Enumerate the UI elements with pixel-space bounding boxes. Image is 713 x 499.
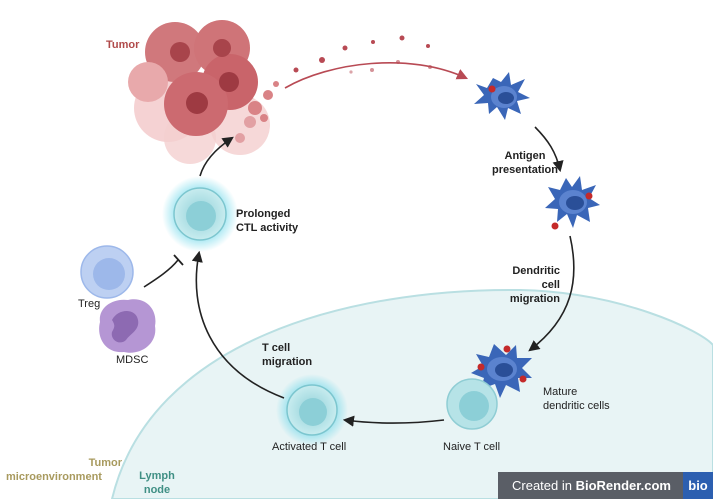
prolonged-ctl-line-1: Prolonged <box>236 208 291 220</box>
naive-t-cell-label: Naive T cell <box>443 441 501 453</box>
t-cell-migration-line-1: T cell <box>262 342 291 354</box>
treg-cell <box>80 245 134 299</box>
mature-dendritic-line-1: Mature <box>543 386 578 398</box>
activated-t-cell <box>276 374 348 446</box>
t-cell-migration-line-2: migration <box>262 356 313 368</box>
footer-text: Created in BioRender.com <box>498 478 671 493</box>
prolonged-ctl-activity-label: Prolonged CTL activity <box>236 207 298 235</box>
tumor-cluster <box>128 20 279 164</box>
mdsc-label: MDSC <box>116 354 149 366</box>
dendritic-migration-line-1: Dendritic <box>512 265 560 277</box>
ctl-cell <box>162 176 238 252</box>
lymph-node-line-2: node <box>143 484 171 496</box>
arrow-t-cell-migration <box>191 250 285 399</box>
arrow-ctl-to-tumor <box>199 136 234 177</box>
antigen-particles <box>293 35 432 74</box>
lymph-node-label: Lymph node <box>132 469 182 497</box>
tme-line-1: Tumor <box>88 457 122 469</box>
antigen-presentation-label: Antigen presentation <box>485 149 565 177</box>
treg-label: Treg <box>78 298 101 310</box>
mature-dendritic-cells-label: Mature dendritic cells <box>543 385 610 413</box>
arrow-antigen-presentation <box>534 126 564 173</box>
mdsc-cell <box>99 299 156 353</box>
dendritic-migration-line-3: migration <box>509 293 560 305</box>
inhibition-line <box>143 259 179 288</box>
dendritic-migration-line-2: cell <box>541 279 560 291</box>
antigen-release-arrow <box>284 62 469 89</box>
footer-brand: BioRender.com <box>575 478 671 493</box>
dendritic-cell-migration-label: Dendritic cell migration <box>490 264 560 306</box>
biorender-footer[interactable]: Created in BioRender.com bio <box>498 472 713 499</box>
footer-prefix: Created in <box>512 478 576 493</box>
antigen-presentation-line-2: presentation <box>491 164 558 176</box>
tme-line-2: microenvironment <box>6 471 102 483</box>
tumor-label: Tumor <box>106 39 140 51</box>
lymph-node-region <box>110 288 713 499</box>
tumor-microenvironment-label: Tumor microenvironment <box>6 456 124 484</box>
dendritic-cell-antigen-loaded <box>545 176 600 230</box>
t-cell-migration-label: T cell migration <box>262 341 312 369</box>
naive-t-cell <box>446 378 498 430</box>
prolonged-ctl-line-2: CTL activity <box>236 222 299 234</box>
arrow-dendritic-migration <box>528 235 575 352</box>
biorender-logo-icon: bio <box>683 472 713 499</box>
lymph-node-line-1: Lymph <box>139 470 175 482</box>
inhibition-bar <box>173 254 184 266</box>
arrow-to-activated <box>342 415 445 427</box>
mature-dendritic-line-2: dendritic cells <box>543 400 610 412</box>
activated-t-cell-label: Activated T cell <box>272 441 347 453</box>
dendritic-cell-immature <box>474 72 530 120</box>
antigen-presentation-line-1: Antigen <box>504 150 546 162</box>
